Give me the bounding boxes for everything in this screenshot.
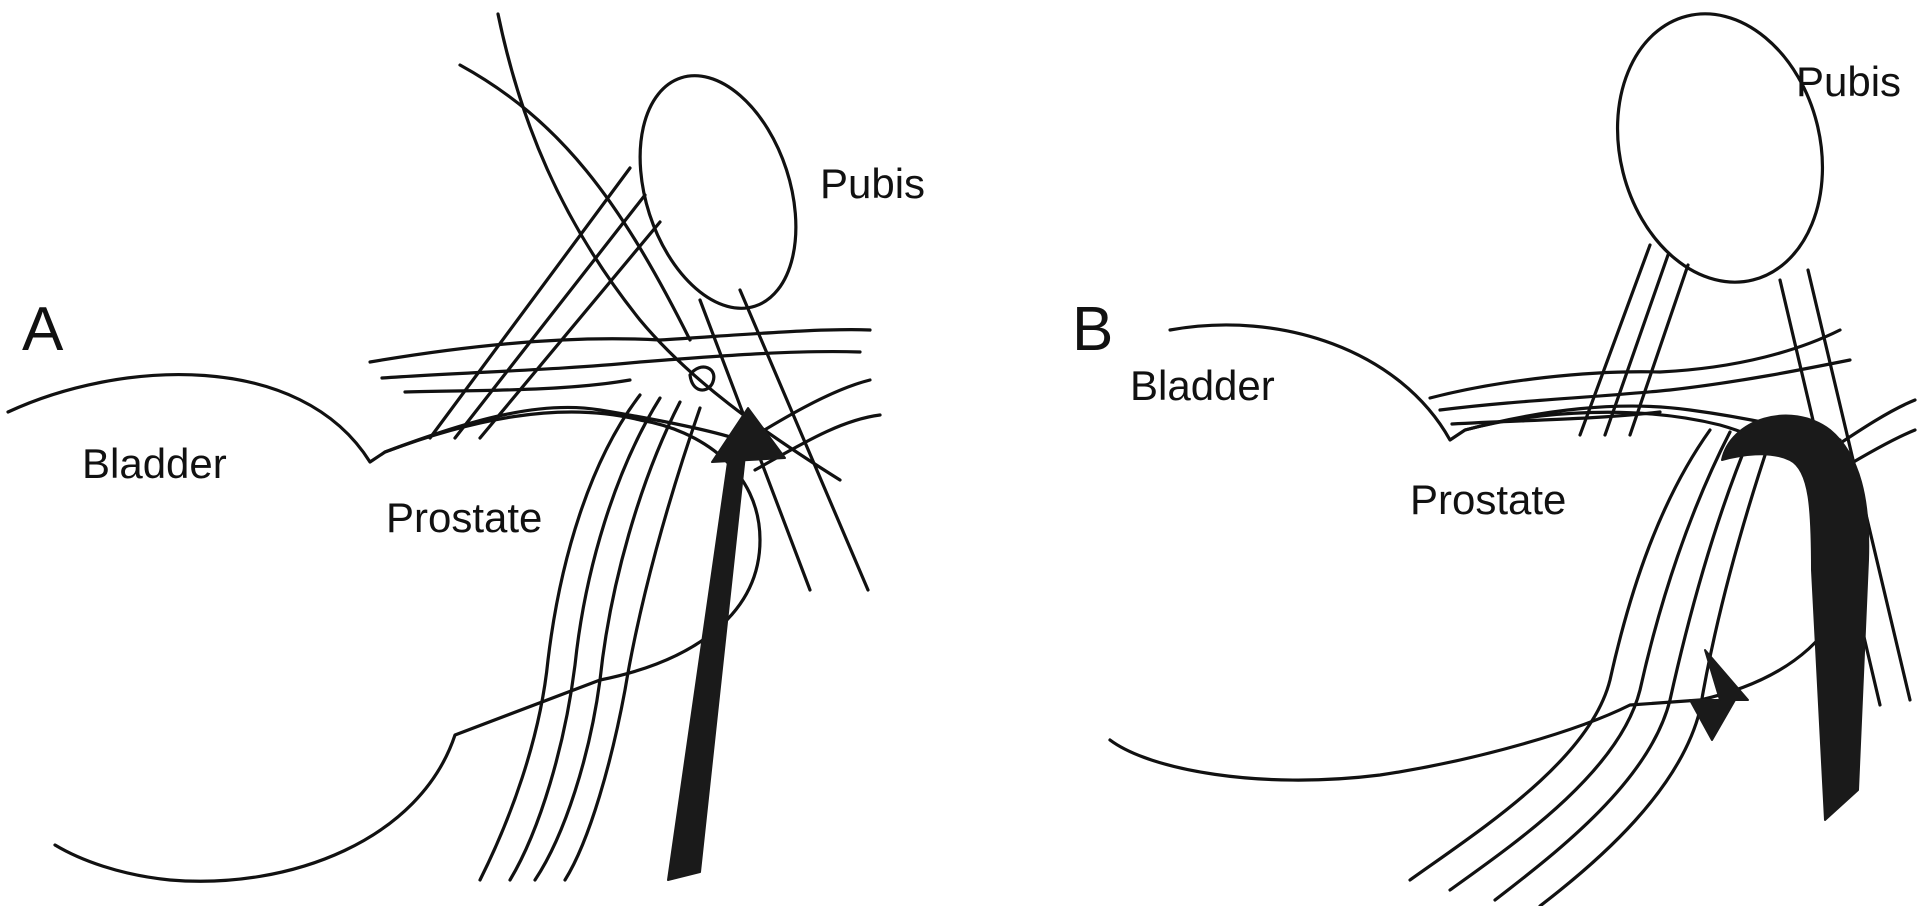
panel-a-vessel xyxy=(458,63,692,342)
panel-b-strand xyxy=(1493,434,1752,902)
panel-a-strand xyxy=(533,400,682,882)
panel-a-ligament-strand xyxy=(478,220,662,440)
panel-a-dvc xyxy=(380,349,862,380)
panel-a-small-loop xyxy=(688,365,716,392)
panel-a: A Bladder Prostate Pubis xyxy=(6,12,925,883)
panel-a-pubis xyxy=(638,74,798,310)
panel-a-ligament-strand xyxy=(428,166,632,440)
panel-a-bladder-label: Bladder xyxy=(82,440,227,487)
panel-a-pubis-stalk xyxy=(738,288,870,592)
panel-a-strand xyxy=(478,393,642,882)
panel-b-ligament-strand xyxy=(1578,243,1652,437)
panel-a-prostate-label: Prostate xyxy=(386,494,542,541)
panel-a-prostate-outline xyxy=(383,405,742,454)
panel-b: B Bladder Prostate Pubis xyxy=(1072,12,1917,906)
panel-a-dvc xyxy=(403,378,632,394)
panel-b-prostate-label: Prostate xyxy=(1410,476,1566,523)
panel-b-dvc xyxy=(1450,410,1662,426)
panel-a-letter: A xyxy=(22,295,64,364)
panel-a-pubis-label: Pubis xyxy=(820,160,925,207)
panel-a-bladder-outline xyxy=(6,372,762,883)
panel-a-arrow xyxy=(667,447,746,881)
panel-b-arrow-hook xyxy=(1721,414,1870,821)
panel-b-ligament-strand xyxy=(1628,263,1690,437)
panel-a-dvc xyxy=(368,328,872,364)
panel-a-strand xyxy=(508,396,662,882)
panel-b-ligament-strand xyxy=(1603,253,1670,437)
panel-b-bladder-label: Bladder xyxy=(1130,362,1275,409)
panel-b-pubis xyxy=(1615,12,1825,284)
panel-b-strand xyxy=(1448,430,1732,892)
panel-b-pubis-label: Pubis xyxy=(1796,58,1901,105)
panel-a-arrow-head xyxy=(711,407,786,463)
panel-a-ligament-strand xyxy=(453,193,647,440)
panel-b-dvc xyxy=(1428,328,1842,400)
panel-a-strand xyxy=(563,406,702,882)
panel-b-letter: B xyxy=(1072,295,1113,364)
panel-a-vein-branch xyxy=(753,413,882,472)
panel-b-strand xyxy=(1408,428,1712,882)
panel-b-arrow-head xyxy=(1689,649,1749,741)
panel-b-dvc xyxy=(1438,358,1852,412)
